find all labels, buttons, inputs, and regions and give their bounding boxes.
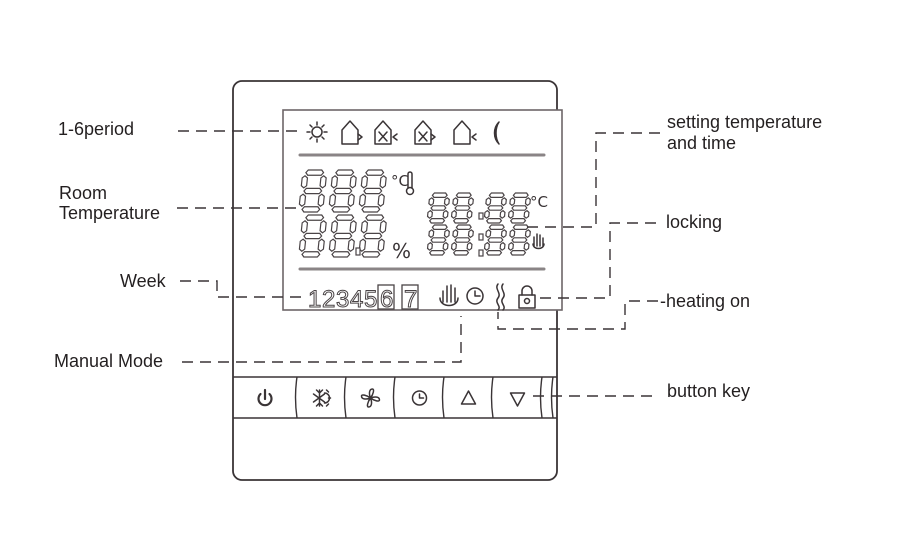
button-divider-1 [343, 376, 347, 419]
button-divider-6 [550, 376, 554, 419]
manual-hand-icon [439, 284, 459, 307]
up-button[interactable] [446, 378, 491, 417]
setting-digit-r0-0 [426, 192, 450, 224]
leader-heating [497, 300, 658, 330]
fan-icon [360, 388, 381, 408]
week-day-4: 4 [350, 286, 363, 313]
down-button-hitarea[interactable] [495, 378, 540, 417]
clock-button[interactable] [397, 378, 442, 417]
home-leave-icon [341, 120, 363, 145]
label-period: 1-6period [58, 119, 135, 139]
week-day-5: 5 [364, 286, 377, 313]
label-heating-on: -heating on [660, 291, 751, 311]
sun-icon [306, 121, 328, 143]
colon-dot-0 [478, 212, 484, 220]
percent-unit: % [392, 239, 411, 263]
home-eat-leave-icon [414, 120, 436, 145]
room-digit-r0-1 [328, 169, 357, 213]
room-digit-r0-0 [298, 169, 327, 213]
week-day-3: 3 [336, 286, 349, 313]
leader-manual-mode [182, 316, 462, 363]
home-eat-return-icon [374, 120, 398, 145]
button-divider-5 [539, 376, 543, 419]
mode-button-hitarea[interactable] [299, 378, 344, 417]
snow-sun-icon [312, 389, 332, 407]
setting-digit-r0-2 [483, 192, 507, 224]
leader-locking [538, 222, 656, 299]
clock-icon [466, 287, 484, 305]
setting-digit-r1-2 [483, 224, 507, 256]
button-divider-2 [392, 376, 396, 419]
moon-icon [493, 121, 500, 145]
setting-temp-time-digits [426, 192, 531, 257]
colon-dot-1 [478, 233, 484, 241]
thermometer-icon [405, 171, 415, 196]
day-box-6 [377, 284, 395, 310]
leader-setting [520, 132, 660, 228]
clock-icon [411, 390, 428, 406]
day-box-7 [401, 284, 419, 310]
week-day-2: 2 [322, 286, 335, 313]
button-dividers [294, 376, 554, 419]
manual-hand-small-icon [532, 233, 545, 250]
label-setting-line1: setting temperature [667, 112, 823, 132]
room-decimal-point [355, 247, 361, 256]
up-button-hitarea[interactable] [446, 378, 491, 417]
room-temperature-digits [298, 169, 387, 258]
label-room-line2: Temperature [59, 203, 161, 223]
lock-icon [518, 285, 536, 309]
setting-digit-r1-0 [426, 224, 450, 256]
button-row [235, 378, 540, 417]
fan-button[interactable] [348, 378, 393, 417]
home-return-icon [453, 120, 477, 145]
button-divider-4 [490, 376, 494, 419]
week-day-1: 1 [308, 286, 321, 313]
week-day-7: 7 [404, 286, 417, 313]
label-button-key: button key [667, 381, 751, 401]
label-locking: locking [666, 212, 723, 232]
button-divider-0 [294, 376, 298, 419]
leader-week [180, 280, 303, 298]
triangle-down-icon [509, 392, 526, 407]
power-icon [257, 388, 273, 407]
setting-digit-r1-1 [450, 224, 474, 256]
label-setting-line2: and time [667, 133, 737, 153]
power-button[interactable] [235, 378, 295, 417]
week-day-6: 6 [380, 286, 393, 313]
setting-digit-r0-3 [507, 192, 531, 224]
celsius-unit-setting: °C [530, 193, 548, 211]
celsius-unit-room: °C [391, 172, 409, 190]
down-button[interactable] [495, 378, 540, 417]
heating-waves-icon [496, 283, 505, 311]
room-digit-r0-2 [358, 169, 387, 213]
label-week: Week [120, 271, 166, 291]
button-divider-3 [441, 376, 445, 419]
setting-digit-r1-3 [507, 224, 531, 256]
mode-button[interactable] [299, 378, 344, 417]
label-manual-mode: Manual Mode [54, 351, 164, 371]
room-digit-r1-0 [298, 214, 327, 258]
setting-digit-r0-1 [450, 192, 474, 224]
colon-dot-2 [478, 249, 484, 257]
triangle-up-icon [460, 390, 477, 405]
room-digit-r1-1 [328, 214, 357, 258]
room-digit-r1-2 [358, 214, 387, 258]
label-room-line1: Room [59, 183, 108, 203]
